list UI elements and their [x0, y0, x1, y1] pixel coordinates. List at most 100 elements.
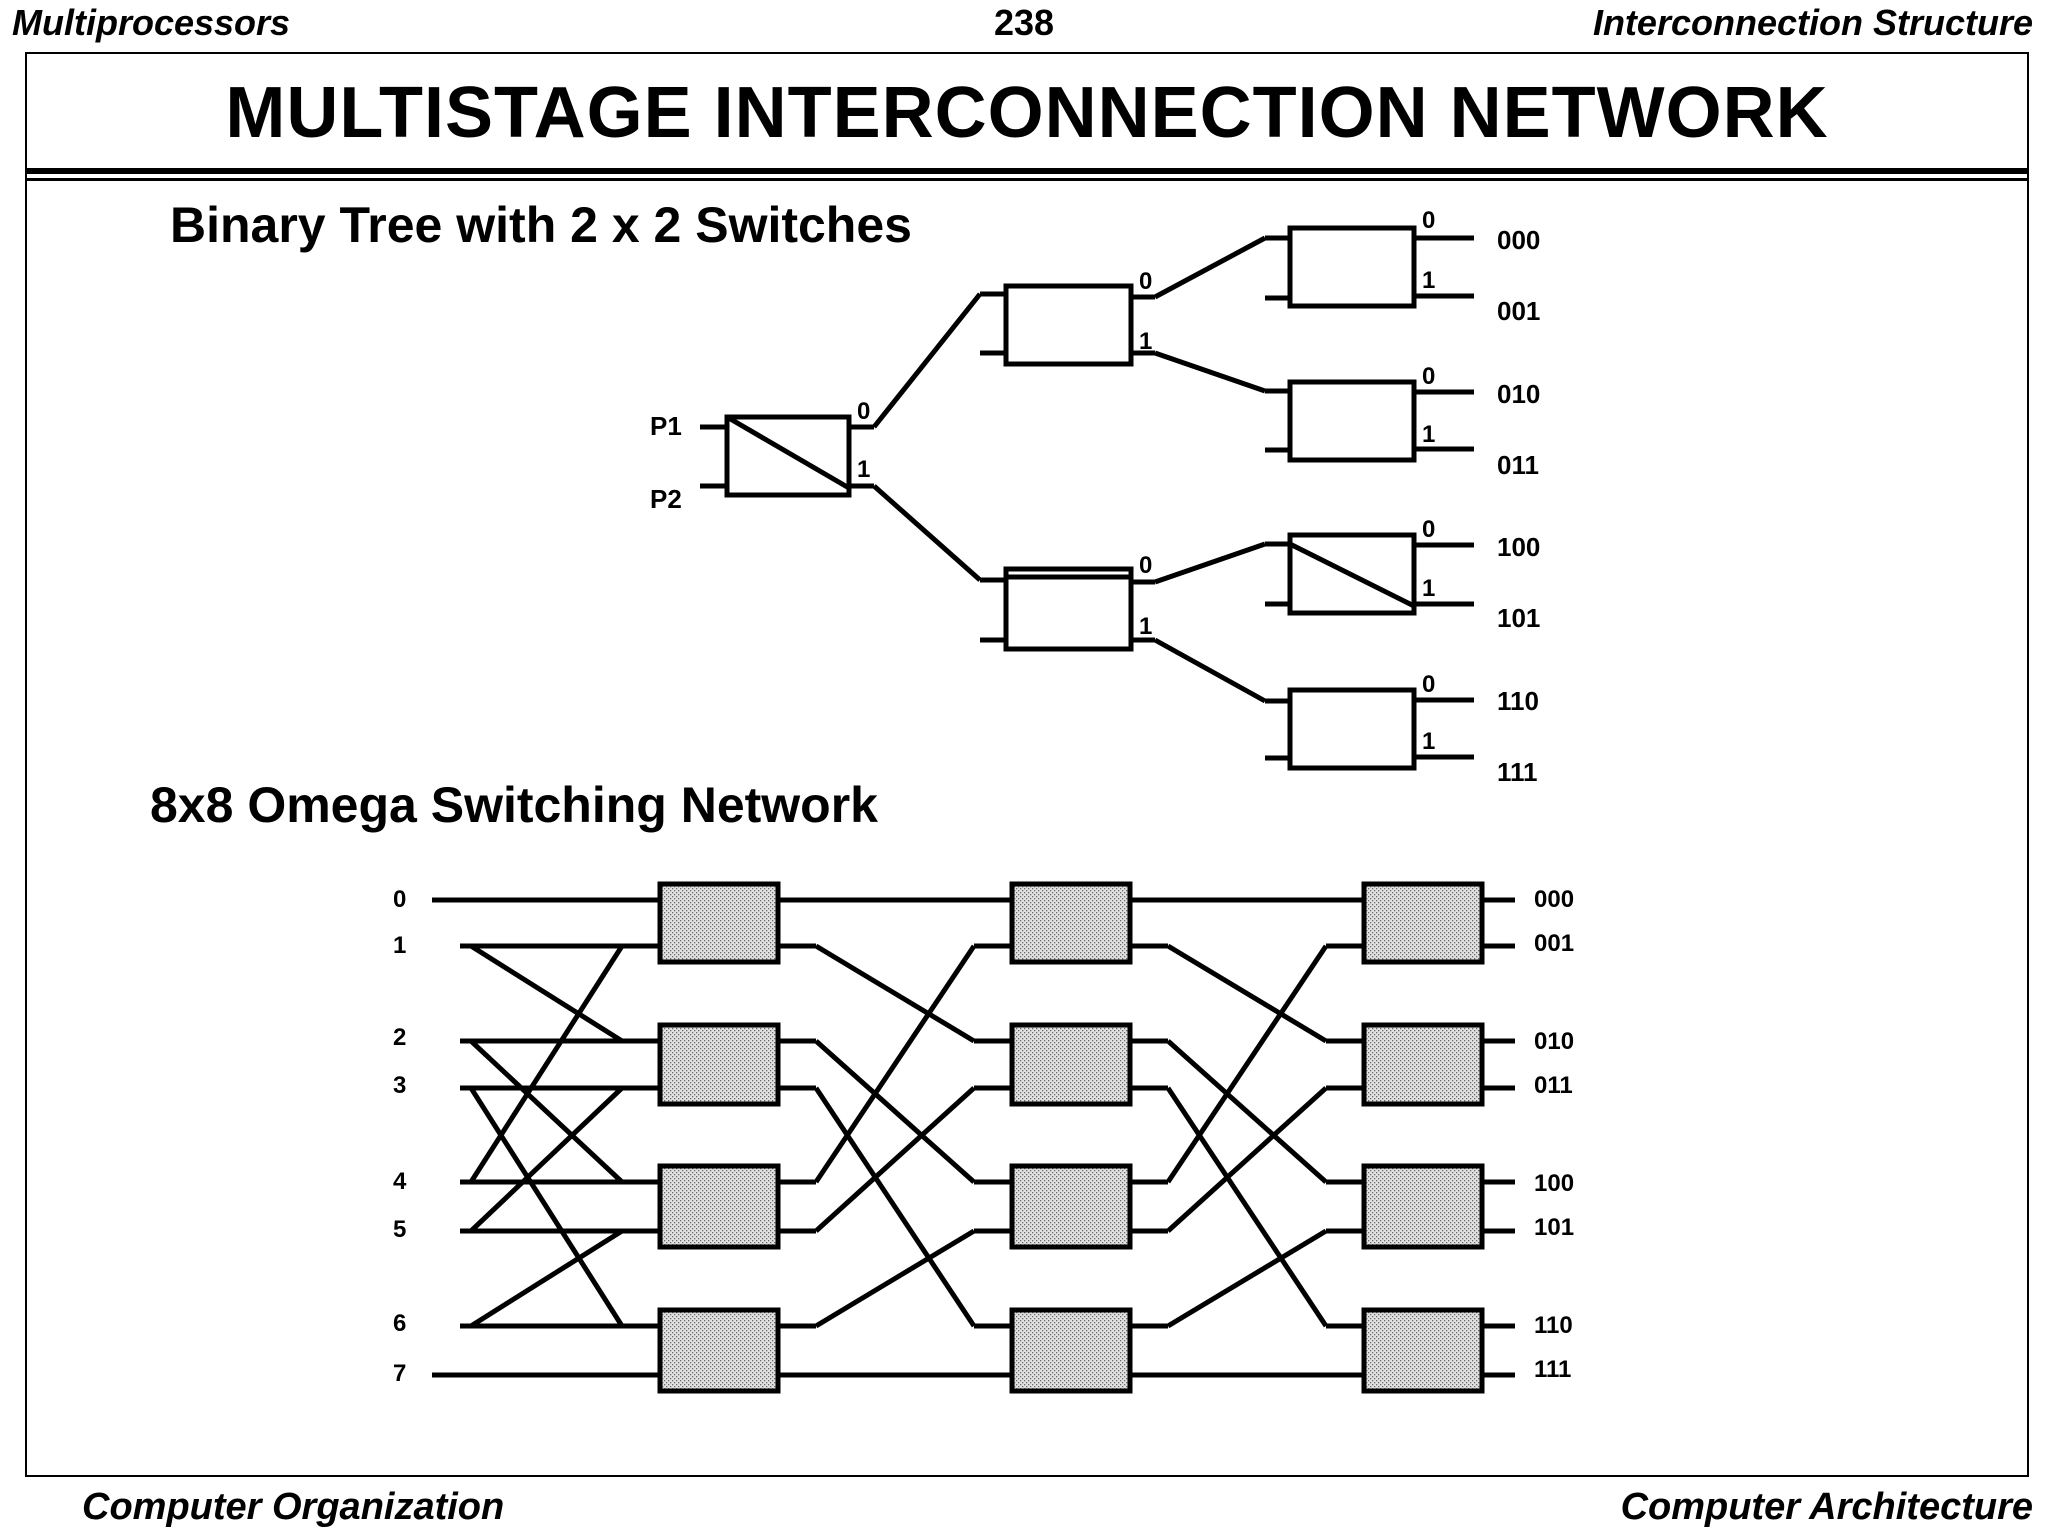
- omega-shuffle-wire: [1166, 1228, 1328, 1329]
- omega-switch-s3-3: [1361, 1307, 1485, 1394]
- tree-output-label: 100: [1497, 532, 1540, 562]
- omega-input-label: 0: [393, 886, 406, 913]
- tree-port-label: 0: [1422, 207, 1435, 234]
- tree-output-label: 101: [1497, 603, 1540, 633]
- binary-tree-labels: P1 P2 0 1 0 1 0 1 0 1 0 1 0 1 0 1 000 00…: [650, 207, 1540, 787]
- omega-shuffle-wire: [814, 1228, 976, 1329]
- tree-output-label: 110: [1497, 686, 1539, 716]
- tree-switch-l3-3: [1287, 687, 1417, 771]
- omega-shuffle-wire: [469, 943, 624, 1044]
- slide-frame: MULTISTAGE INTERCONNECTION NETWORK: [25, 52, 2029, 1477]
- omega-input-label: 4: [393, 1168, 407, 1195]
- title-rule-thick: [27, 168, 2027, 174]
- omega-switch-s2-2: [1009, 1163, 1133, 1250]
- omega-shuffle-wire: [468, 944, 625, 1184]
- omega-shuffle-wire: [469, 1086, 624, 1233]
- header-right-text: Interconnection Structure: [1592, 2, 2033, 43]
- tree-link-l2u-0: [1153, 235, 1267, 300]
- omega-switch-s3-2: [1361, 1163, 1485, 1250]
- omega-shuffle-wire: [469, 1228, 624, 1329]
- tree-switch-root: [724, 414, 852, 498]
- tree-link-root-1: [872, 484, 982, 582]
- omega-input-label: 1: [393, 932, 406, 959]
- tree-port-label: 1: [1422, 421, 1435, 448]
- omega-switch-s2-1: [1009, 1022, 1133, 1107]
- tree-port-label: 0: [1422, 363, 1435, 390]
- tree-port-label: 1: [1422, 267, 1435, 294]
- omega-shuffle-wire: [468, 1086, 625, 1328]
- tree-link-root-0: [872, 292, 982, 429]
- omega-input-label: 5: [393, 1216, 406, 1243]
- omega-switch-s3-0: [1361, 881, 1485, 965]
- tree-port-label: 1: [1422, 728, 1435, 755]
- tree-port-label: 0: [857, 398, 870, 425]
- tree-output-label: 011: [1497, 450, 1539, 480]
- tree-port-label: 1: [857, 456, 870, 483]
- tree-port-label: 0: [1139, 552, 1152, 579]
- tree-input-label: P2: [650, 484, 682, 514]
- header-left-text: Multiprocessors: [12, 2, 291, 43]
- omega-input-label: 6: [393, 1310, 406, 1337]
- omega-shuffle-wire: [1166, 1039, 1328, 1184]
- omega-output-label: 101: [1534, 1214, 1574, 1241]
- omega-switch-s2-3: [1009, 1307, 1133, 1394]
- omega-shuffle-wire: [1166, 943, 1328, 1044]
- tree-output-label: 010: [1497, 379, 1540, 409]
- omega-switch-s1-2: [657, 1163, 781, 1250]
- omega-shuffle-wire: [1165, 1086, 1329, 1328]
- title-band: MULTISTAGE INTERCONNECTION NETWORK: [27, 54, 2027, 169]
- tree-switch-l3-1: [1287, 379, 1417, 463]
- tree-output-label: 001: [1497, 296, 1540, 326]
- tree-switch-l3-2: [1287, 532, 1417, 616]
- omega-switches: [657, 881, 1485, 1394]
- title-rule-thin: [27, 178, 2027, 181]
- omega-output-label: 010: [1534, 1028, 1574, 1055]
- binary-tree-diagram: [700, 225, 1474, 771]
- page-number: 238: [993, 2, 1055, 43]
- omega-switch-s1-3: [657, 1307, 781, 1394]
- omega-output-label: 100: [1534, 1170, 1574, 1197]
- omega-shuffle-wire: [814, 1039, 976, 1184]
- omega-switch-s1-1: [657, 1022, 781, 1107]
- omega-switch-s1-0: [657, 881, 781, 965]
- omega-output-label: 111: [1534, 1356, 1571, 1383]
- footer-left-text: Computer Organization: [82, 1486, 505, 1528]
- omega-shuffle-wire: [814, 1086, 976, 1233]
- omega-wires: [432, 897, 1515, 1378]
- tree-port-label: 0: [1422, 671, 1435, 698]
- tree-switch-root-crossing: [725, 414, 851, 491]
- omega-switch-s3-1: [1361, 1022, 1485, 1107]
- tree-switch-l2-lower: [1003, 566, 1134, 652]
- tree-port-label: 1: [1422, 575, 1435, 602]
- tree-input-label: P1: [650, 411, 682, 441]
- binary-tree-title: Binary Tree with 2 x 2 Switches: [170, 197, 912, 253]
- omega-labels: 0 1 2 3 4 5 6 7 000 001 010 011 100 101 …: [393, 886, 1574, 1387]
- tree-output-label: 000: [1497, 225, 1540, 255]
- omega-output-label: 011: [1534, 1072, 1573, 1099]
- footer-right-text: Computer Architecture: [1620, 1486, 2033, 1528]
- omega-network-title: 8x8 Omega Switching Network: [150, 777, 878, 833]
- tree-switch-l3-2-crossing: [1288, 541, 1416, 609]
- tree-port-label: 0: [1139, 268, 1152, 295]
- tree-output-label: 111: [1497, 757, 1538, 787]
- tree-link-l2l-0: [1154, 541, 1266, 585]
- tree-link-l2l-1: [1153, 637, 1267, 704]
- tree-port-label: 1: [1139, 613, 1152, 640]
- tree-port-label: 1: [1139, 328, 1152, 355]
- omega-output-label: 001: [1534, 930, 1574, 957]
- slide-title: MULTISTAGE INTERCONNECTION NETWORK: [225, 73, 1829, 153]
- omega-shuffle-wire: [813, 1086, 977, 1328]
- omega-input-label: 3: [393, 1072, 406, 1099]
- omega-output-label: 000: [1534, 886, 1574, 913]
- tree-link-l2u-1: [1154, 350, 1266, 394]
- omega-shuffle-wire: [469, 1039, 624, 1184]
- omega-shuffle-wire: [1166, 1086, 1328, 1233]
- omega-shuffle-wire: [813, 944, 977, 1184]
- omega-input-label: 7: [393, 1360, 406, 1387]
- tree-port-label: 0: [1422, 516, 1435, 543]
- omega-shuffle-wire: [814, 943, 976, 1044]
- omega-shuffle-wire: [1165, 944, 1329, 1184]
- tree-switch-l3-0: [1287, 225, 1417, 309]
- omega-input-label: 2: [393, 1024, 406, 1051]
